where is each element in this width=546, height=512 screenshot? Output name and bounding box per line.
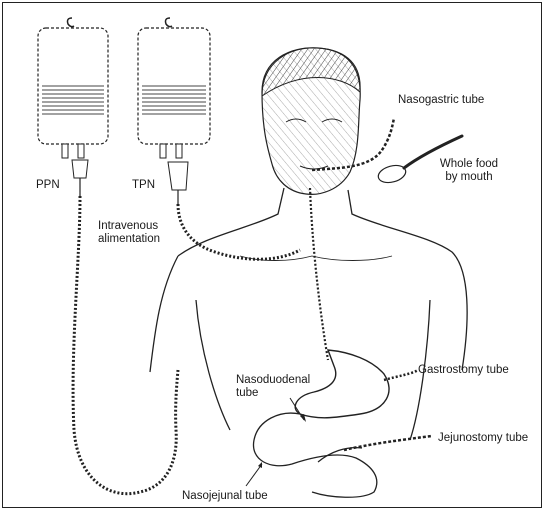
label-nasoduodenal-tube: Nasoduodenal tube: [236, 374, 310, 400]
label-nasoduodenal-line2: tube: [236, 387, 310, 400]
label-jejunostomy-tube: Jejunostomy tube: [438, 432, 528, 445]
label-nasoduodenal-line1: Nasoduodenal: [236, 374, 310, 387]
label-whole-food: Whole food by mouth: [428, 158, 510, 184]
tpn-bag: [138, 18, 210, 204]
label-tpn: TPN: [132, 179, 155, 192]
gastrostomy-tube: [384, 370, 418, 380]
esophagus-tube: [310, 188, 328, 360]
nasojejunal-arrow: [246, 464, 262, 486]
ppn-bag: [38, 18, 108, 196]
label-nasogastric-tube: Nasogastric tube: [398, 94, 484, 107]
label-whole-food-line1: Whole food: [428, 158, 510, 171]
label-ppn: PPN: [36, 179, 60, 192]
intravenous-tube: [178, 204, 300, 259]
label-intravenous-alimentation: Intravenous alimentation: [98, 220, 160, 246]
head: [262, 48, 360, 195]
intestines: [253, 413, 376, 497]
label-gastrostomy-tube: Gastrostomy tube: [418, 364, 509, 377]
label-nasojejunal-tube: Nasojejunal tube: [182, 490, 268, 503]
label-intravenous-line1: Intravenous: [98, 220, 160, 233]
label-intravenous-line2: alimentation: [98, 233, 160, 246]
label-whole-food-line2: by mouth: [428, 171, 510, 184]
